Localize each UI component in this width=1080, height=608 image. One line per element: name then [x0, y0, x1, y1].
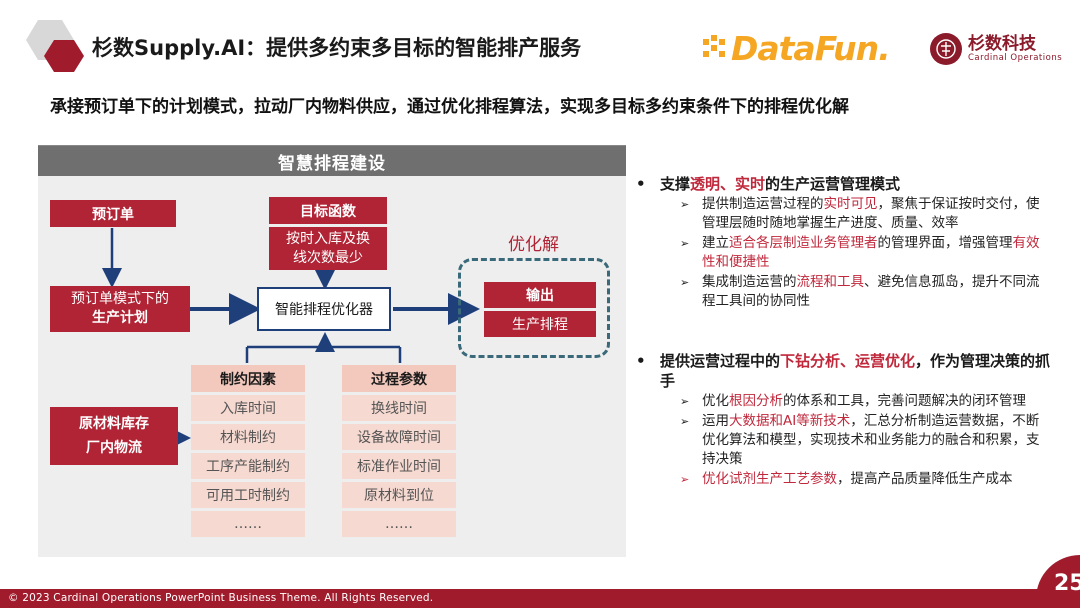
page-subtitle: 承接预订单下的计划模式，拉动厂内物料供应，通过优化排程算法，实现多目标多约束条件…	[50, 97, 849, 117]
material-line-2: 厂内物流	[86, 440, 142, 456]
optimizer-box: 智能排程优化器	[257, 287, 391, 331]
objective-box: 目标函数	[269, 197, 387, 224]
sub-bullet: ➢ 提供制造运营过程的实时可见，聚焦于保证按时交付，使管理层随时随地掌握生产进度…	[632, 195, 1052, 233]
bullet-highlight: 下钻分析、运营优化	[780, 352, 916, 370]
constraint-item: ……	[191, 511, 305, 537]
bullet-text: 的生产运营管理模式	[765, 175, 901, 193]
param-item: 设备故障时间	[342, 424, 456, 450]
diagram-header: 智慧排程建设	[38, 145, 626, 176]
preorder-box: 预订单	[50, 200, 176, 227]
bullet-highlight: 透明、实时	[690, 175, 766, 193]
copyright-text: © 2023 Cardinal Operations PowerPoint Bu…	[8, 592, 434, 604]
constraint-item: 可用工时制约	[191, 482, 305, 508]
datafun-wordmark: DataFun.	[731, 28, 891, 68]
footer-bar: © 2023 Cardinal Operations PowerPoint Bu…	[0, 589, 1080, 608]
arrow-bullet-icon: ➢	[680, 237, 690, 250]
constraint-item: 材料制约	[191, 424, 305, 450]
sub-bullet: ➢ 集成制造运营的流程和工具、避免信息孤岛，提升不同流程工具间的协同性	[632, 273, 1052, 311]
param-item: 原材料到位	[342, 482, 456, 508]
bullet-main: • 支撑透明、实时的生产运营管理模式	[632, 174, 1052, 194]
bullet-text: 优化	[702, 393, 729, 409]
production-plan-box: 预订单模式下的 生产计划	[50, 286, 190, 332]
bullet-highlight: 实时可见	[823, 196, 878, 212]
page-number-tab: 25	[1036, 555, 1080, 608]
bullet-text: 提供运营过程中的	[660, 352, 781, 370]
output-box: 输出	[484, 282, 596, 308]
objective-detail-box: 按时入库及换 线次数最少	[269, 227, 387, 270]
sub-bullet: ➢ 优化根因分析的体系和工具，完善问题解决的闭环管理	[632, 392, 1052, 411]
bullet-text: 集成制造运营的	[702, 274, 797, 290]
bullet-group: • 支撑透明、实时的生产运营管理模式 ➢ 提供制造运营过程的实时可见，聚焦于保证…	[632, 174, 1052, 311]
bullet-text: 建立	[702, 235, 729, 251]
objective-detail-line-1: 按时入库及换	[286, 230, 370, 247]
arrow-bullet-icon: ➢	[680, 395, 690, 408]
bullet-text: 的体系和工具，完善问题解决的闭环管理	[783, 393, 1026, 409]
bullet-highlight: 根因分析	[729, 393, 783, 409]
bullet-highlight: 有效性和便捷性	[702, 235, 1040, 270]
cardinal-en-name: Cardinal Operations	[968, 53, 1063, 63]
arrow-bullet-icon: ➢	[680, 473, 690, 486]
bullet-text: 支撑	[660, 175, 691, 193]
page-title: 杉数Supply.AI：提供多约束多目标的智能排产服务	[92, 36, 582, 60]
output-detail-box: 生产排程	[484, 311, 596, 337]
arrow-bullet-icon: ➢	[680, 198, 690, 211]
solution-label: 优化解	[508, 235, 559, 255]
bullet-text: 、避免信息孤岛，提升不同流程工具间的协同性	[702, 274, 1040, 309]
sub-bullet: ➢ 建立适合各层制造业务管理者的管理界面，增强管理有效性和便捷性	[632, 234, 1052, 272]
cardinal-logo: 杉数科技 Cardinal Operations	[930, 33, 1062, 65]
bullet-group: • 提供运营过程中的下钻分析、运营优化，作为管理决策的抓手 ➢ 优化根因分析的体…	[632, 351, 1052, 489]
bullet-highlight: 流程和工具	[796, 274, 865, 290]
material-line-1: 原材料库存	[79, 416, 149, 432]
params-header: 过程参数	[342, 365, 456, 392]
bullet-text: 的管理界面，增强管理	[877, 235, 1013, 251]
sub-bullet: ➢ 优化试剂生产工艺参数，提高产品质量降低生产成本	[632, 470, 1052, 489]
bullet-main: • 提供运营过程中的下钻分析、运营优化，作为管理决策的抓手	[632, 351, 1052, 391]
cardinal-name: 杉数科技	[968, 34, 1036, 54]
scheduling-diagram: 智慧排程建设 预订单 预订单模式下的 生产计划 目标函数 按时入库及换 线次数最…	[38, 145, 626, 557]
constraint-item: 入库时间	[191, 395, 305, 421]
solution-dashed-frame	[458, 258, 610, 358]
param-item: ……	[342, 511, 456, 537]
bullet-text: ，汇总分析制造运营数据，不断优化算法和模型，实现技术和业务能力的融合和积累，支持…	[702, 413, 1040, 467]
bullet-text: ，聚焦于保证按时交付，使管理层随时随地掌握生产进度、质量、效率	[702, 196, 1040, 231]
material-box: 原材料库存 厂内物流	[50, 407, 178, 465]
bullet-text: 提供制造运营过程的	[702, 196, 824, 212]
constraints-header: 制约因素	[191, 365, 305, 392]
arrow-bullet-icon: ➢	[680, 415, 690, 428]
sub-bullet: ➢ 运用大数据和AI等新技术，汇总分析制造运营数据，不断优化算法和模型，实现技术…	[632, 412, 1052, 469]
bullet-text: 运用	[702, 413, 729, 429]
bullet-highlight: 优化试剂生产工艺参数	[702, 471, 837, 487]
cardinal-seal-icon	[930, 33, 962, 65]
page-number: 25	[1054, 571, 1080, 596]
plan-line-1: 预订单模式下的	[71, 291, 169, 307]
plan-line-2: 生产计划	[92, 310, 148, 326]
bullet-highlight: 适合各层制造业务管理者	[729, 235, 878, 251]
param-item: 标准作业时间	[342, 453, 456, 479]
bullet-list: • 支撑透明、实时的生产运营管理模式 ➢ 提供制造运营过程的实时可见，聚焦于保证…	[632, 174, 1052, 489]
datafun-mark-icon	[703, 35, 725, 57]
bullet-dot: •	[636, 175, 646, 193]
hexagon-decoration	[26, 20, 84, 72]
bullet-highlight: 大数据和AI等新技术	[729, 413, 851, 429]
bullet-text: ，提高产品质量降低生产成本	[837, 471, 1013, 487]
bullet-text: ，作为管理决策的抓手	[660, 352, 1051, 390]
arrow-bullet-icon: ➢	[680, 276, 690, 289]
datafun-logo: DataFun.	[703, 28, 891, 68]
constraint-item: 工序产能制约	[191, 453, 305, 479]
param-item: 换线时间	[342, 395, 456, 421]
bullet-dot: •	[636, 352, 646, 370]
objective-detail-line-2: 线次数最少	[293, 249, 363, 266]
